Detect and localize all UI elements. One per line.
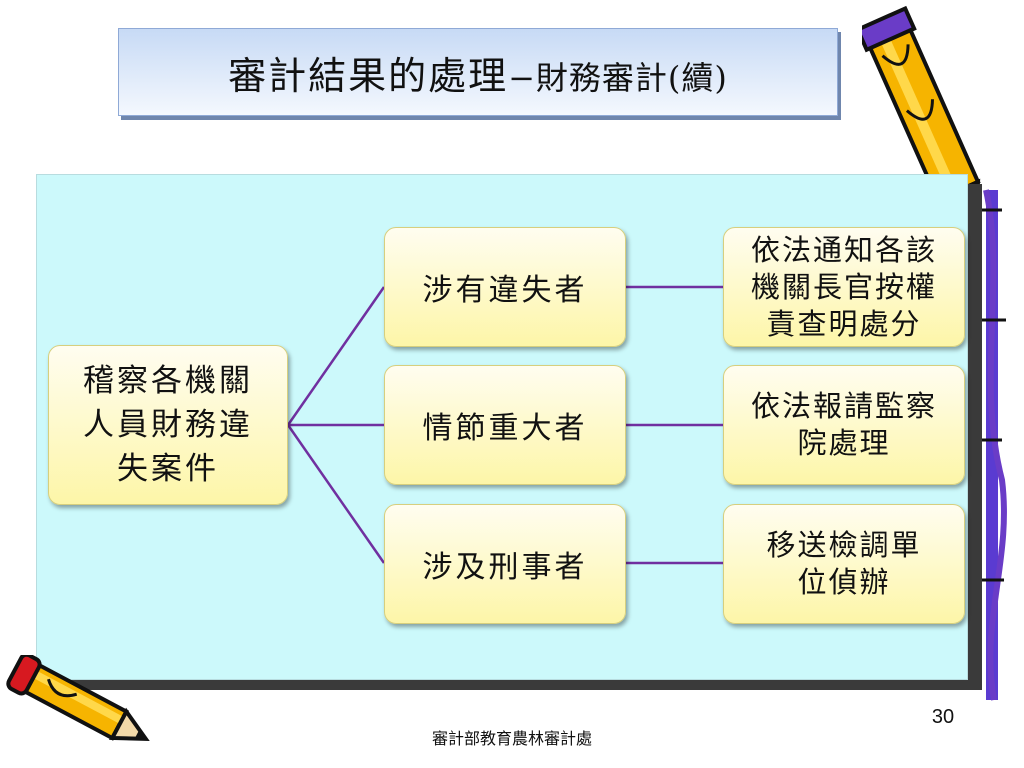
root-line: 人員財務違 — [83, 407, 253, 443]
root-line: 稽察各機關 — [83, 363, 253, 399]
action-line: 依法報請監察 — [750, 389, 937, 423]
action-line: 移送檢調單 — [766, 528, 922, 562]
pencil-icon — [6, 655, 150, 741]
action-node-control-yuan: 依法報請監察 院處理 — [723, 365, 965, 485]
page-number: 30 — [931, 706, 955, 728]
root-node: 稽察各機關 人員財務違 失案件 — [48, 345, 288, 505]
action-line: 機關長官按權 — [750, 269, 937, 304]
title-sub: −財務審計(續) — [508, 58, 728, 97]
category-node-serious: 情節重大者 — [384, 365, 626, 485]
footer-organization: 審計部教育農林審計處 — [431, 729, 592, 748]
category-node-criminal: 涉及刑事者 — [384, 504, 626, 624]
title-main: 審計結果的處理 — [228, 53, 509, 98]
slide-title-box: 審計結果的處理−財務審計(續) — [118, 28, 838, 116]
action-line: 院處理 — [797, 426, 891, 460]
category-label: 涉及刑事者 — [422, 550, 588, 585]
action-node-prosecutors: 移送檢調單 位偵辦 — [723, 504, 965, 624]
action-line: 責查明處分 — [766, 306, 922, 341]
pencil-icon — [980, 189, 1007, 701]
slide-title: 審計結果的處理−財務審計(續) — [228, 45, 728, 100]
category-label: 涉有違失者 — [422, 273, 588, 308]
category-label: 情節重大者 — [422, 411, 588, 446]
action-line: 依法通知各該 — [750, 232, 937, 267]
action-line: 位偵辦 — [797, 565, 891, 599]
action-node-notify: 依法通知各該 機關長官按權 責查明處分 — [723, 227, 965, 347]
category-node-misconduct: 涉有違失者 — [384, 227, 626, 347]
root-line: 失案件 — [117, 451, 219, 487]
